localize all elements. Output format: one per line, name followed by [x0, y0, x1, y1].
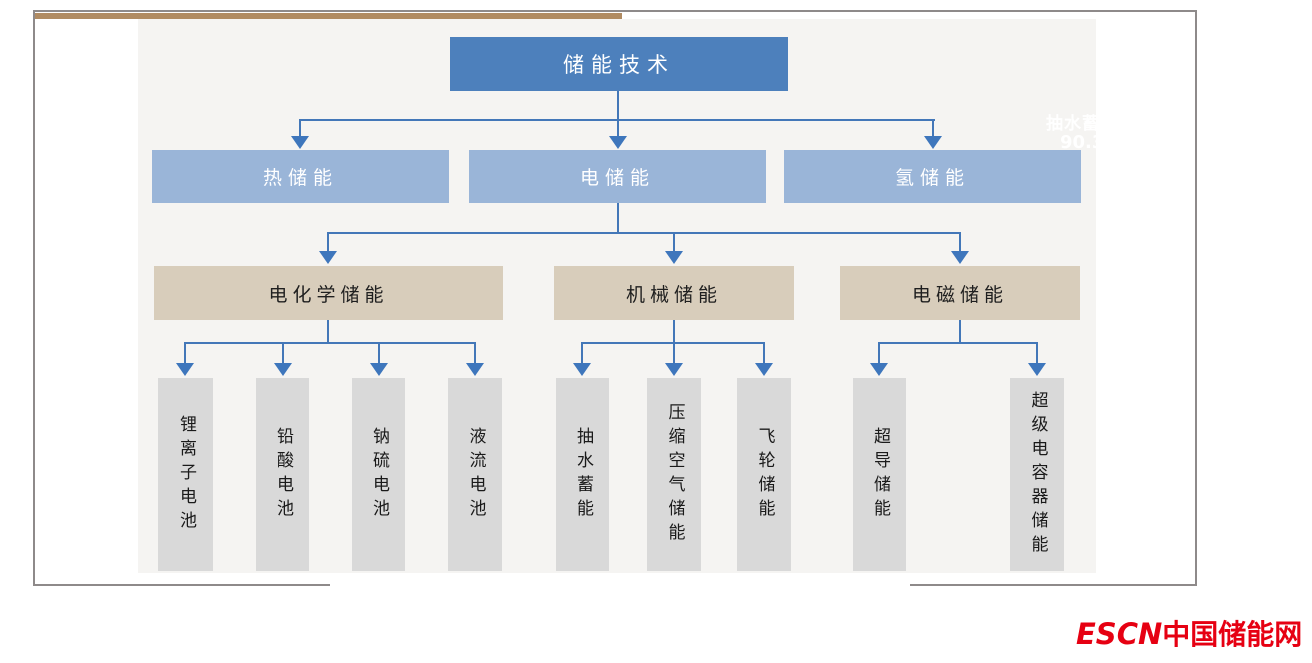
connector-electrochemical-stub [327, 320, 329, 343]
connector-g1-shaft-4 [474, 344, 476, 364]
node-lithium-ion-battery: 锂离子电池 [158, 378, 213, 571]
node-flow-battery: 液流电池 [448, 378, 502, 571]
connector-l2-hline [299, 119, 935, 121]
node-root: 储能技术 [450, 37, 788, 91]
arrow-down-icon [609, 136, 627, 149]
connector-l3-shaft-3 [959, 234, 961, 252]
frame-bottom-left-segment [33, 584, 330, 586]
arrow-down-icon [1028, 363, 1046, 376]
leaf-label: 抽水蓄能 [573, 426, 593, 523]
leaf-label: 液流电池 [465, 426, 486, 523]
connector-g1-shaft-2 [282, 344, 284, 364]
arrow-down-icon [755, 363, 773, 376]
node-hydrogen-storage: 氢储能 [784, 150, 1081, 203]
arrow-down-icon [665, 251, 683, 264]
node-lead-acid-battery: 铅酸电池 [256, 378, 309, 571]
node-pumped-hydro-storage: 抽水蓄能 [556, 378, 609, 571]
leaf-label: 飞轮储能 [754, 426, 775, 523]
connector-g2-hline [581, 342, 765, 344]
arrow-down-icon [951, 251, 969, 264]
leaf-label: 超导储能 [870, 426, 890, 523]
connector-g1-shaft-3 [378, 344, 380, 364]
arrow-down-icon [573, 363, 591, 376]
arrow-down-icon [466, 363, 484, 376]
connector-l3-shaft-2 [673, 234, 675, 252]
arrow-down-icon [870, 363, 888, 376]
arrow-down-icon [370, 363, 388, 376]
frame-bottom-right-segment [910, 584, 1197, 586]
leaf-label: 锂离子电池 [176, 414, 196, 535]
node-electromagnetic-storage: 电磁储能 [840, 266, 1080, 320]
connector-l2-shaft-1 [299, 121, 301, 137]
connector-g2-shaft-1 [581, 344, 583, 364]
node-flywheel-storage: 飞轮储能 [737, 378, 791, 571]
frame-left [33, 10, 35, 586]
connector-mechanical-stub [673, 320, 675, 343]
arrow-down-icon [319, 251, 337, 264]
frame-top [33, 10, 1197, 12]
connector-l3-hline [327, 232, 961, 234]
node-mechanical-storage: 机械储能 [554, 266, 794, 320]
connector-g3-shaft-1 [878, 344, 880, 364]
arrow-down-icon [274, 363, 292, 376]
leaf-label: 钠硫电池 [369, 426, 389, 523]
node-electrical-storage: 电储能 [469, 150, 766, 203]
watermark-text: 抽水蓄 [1046, 114, 1096, 134]
arrow-down-icon [291, 136, 309, 149]
connector-l2-shaft-2 [617, 121, 619, 137]
leaf-label: 压缩空气储能 [664, 402, 685, 547]
connector-l3-shaft-1 [327, 234, 329, 252]
frame-right [1195, 10, 1197, 586]
node-sodium-sulfur-battery: 钠硫电池 [352, 378, 405, 571]
connector-g2-shaft-2 [673, 344, 675, 364]
escn-logo-chinese: 中国储能网 [1162, 618, 1303, 651]
watermark-number: 90.3 [1060, 132, 1096, 153]
node-electrochemical-storage: 电化学储能 [154, 266, 503, 320]
node-thermal-storage: 热储能 [152, 150, 449, 203]
escn-logo: ESCN中国储能网 [1076, 613, 1302, 653]
escn-logo-latin: ESCN [1076, 617, 1163, 651]
connector-root-stub [617, 91, 619, 120]
leaf-label: 铅酸电池 [273, 426, 293, 523]
arrow-down-icon [665, 363, 683, 376]
connector-electrical-stub [617, 203, 619, 233]
connector-g3-hline [878, 342, 1038, 344]
leaf-label: 超级电容器储能 [1027, 390, 1048, 559]
arrow-down-icon [924, 136, 942, 149]
connector-g1-shaft-1 [184, 344, 186, 364]
accent-bar [35, 13, 622, 19]
node-superconducting-storage: 超导储能 [853, 378, 906, 571]
node-supercapacitor-storage: 超级电容器储能 [1010, 378, 1064, 571]
connector-g2-shaft-3 [763, 344, 765, 364]
connector-g1-hline [184, 342, 476, 344]
connector-l2-shaft-3 [932, 121, 934, 137]
connector-g3-shaft-2 [1036, 344, 1038, 364]
connector-electromagnetic-stub [959, 320, 961, 343]
arrow-down-icon [176, 363, 194, 376]
node-compressed-air-storage: 压缩空气储能 [647, 378, 701, 571]
